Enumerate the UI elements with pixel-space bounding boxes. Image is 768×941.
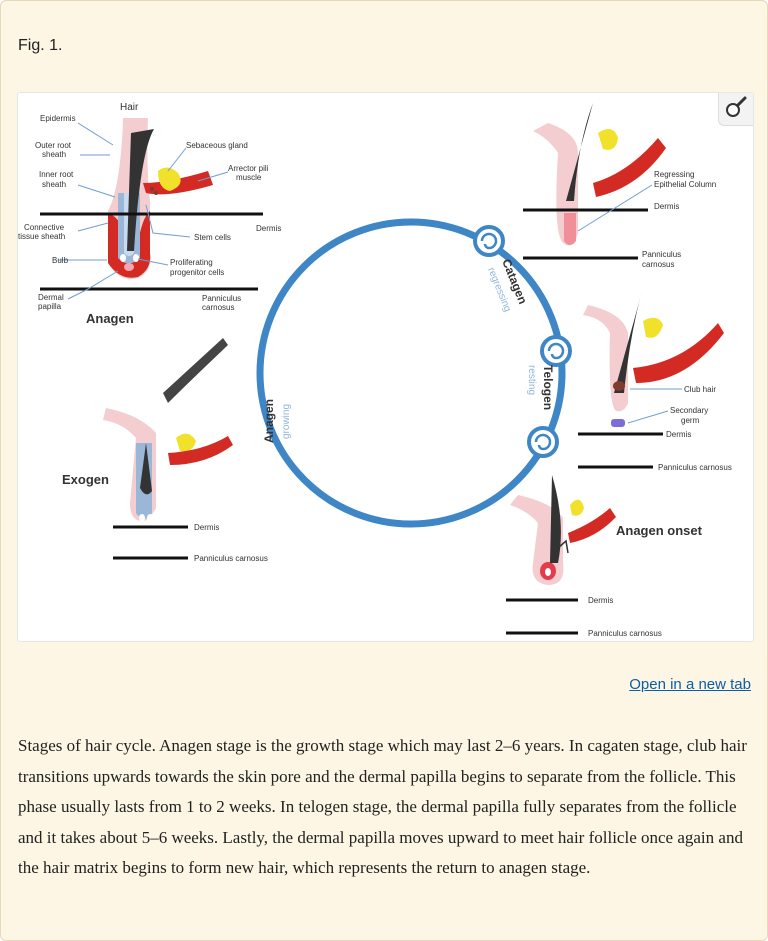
label-sebaceous: Sebaceous gland bbox=[186, 141, 248, 150]
exogen-illustration bbox=[103, 338, 233, 560]
label-panniculus-2: carnosus bbox=[202, 303, 234, 312]
label-epidermis: Epidermis bbox=[40, 114, 76, 123]
figure-label: Fig. 1. bbox=[18, 37, 63, 54]
label-dermis-telogen: Dermis bbox=[666, 430, 691, 439]
label-hair: Hair bbox=[120, 102, 139, 113]
label-connective-2: tissue sheath bbox=[18, 232, 65, 241]
anagen-labels: Hair Epidermis Outer root sheath Inner r… bbox=[18, 102, 281, 312]
cycle-telogen-sub: resting bbox=[526, 365, 537, 395]
label-stem-cells: Stem cells bbox=[194, 233, 231, 242]
catagen-illustration bbox=[523, 103, 666, 260]
label-secondary-2: germ bbox=[681, 416, 700, 425]
label-dermis-exogen: Dermis bbox=[194, 523, 219, 532]
cycle-circle: Catagen regressing Telogen resting Anage… bbox=[256, 218, 572, 528]
label-inner-root-1: Inner root bbox=[39, 170, 74, 179]
label-club-hair: Club hair bbox=[684, 385, 716, 394]
anagen-onset-illustration bbox=[506, 475, 616, 635]
anagen-title: Anagen bbox=[86, 311, 134, 326]
figure-caption: Stages of hair cycle. Anagen stage is th… bbox=[18, 736, 747, 877]
label-proliferating-1: Proliferating bbox=[170, 258, 213, 267]
label-panniculus-catagen-1: Panniculus bbox=[642, 250, 681, 259]
label-arrector-2: muscle bbox=[236, 173, 262, 182]
cycle-telogen-label: Telogen bbox=[541, 365, 555, 410]
label-panniculus-exogen: Panniculus carnosus bbox=[194, 554, 268, 563]
label-dermis-anagen: Dermis bbox=[256, 224, 281, 233]
label-panniculus-onset: Panniculus carnosus bbox=[588, 629, 662, 638]
open-in-new-tab-link[interactable]: Open in a new tab bbox=[629, 676, 751, 693]
label-inner-root-2: sheath bbox=[42, 180, 66, 189]
label-bulb: Bulb bbox=[52, 256, 69, 265]
label-dermis-onset: Dermis bbox=[588, 596, 613, 605]
label-proliferating-2: progenitor cells bbox=[170, 268, 224, 277]
exogen-title: Exogen bbox=[62, 472, 109, 487]
cycle-anagen-label: Anagen bbox=[262, 399, 276, 443]
hair-cycle-figure[interactable]: Catagen regressing Telogen resting Anage… bbox=[17, 92, 754, 642]
label-regressing-2: Epithelial Column bbox=[654, 180, 716, 189]
label-panniculus-catagen-2: carnosus bbox=[642, 260, 674, 269]
label-outer-root-2: sheath bbox=[42, 150, 66, 159]
label-connective-1: Connective bbox=[24, 223, 65, 232]
label-secondary-1: Secondary bbox=[670, 406, 708, 415]
label-regressing-1: Regressing bbox=[654, 170, 694, 179]
telogen-illustration bbox=[578, 288, 724, 469]
label-dermal-2: papilla bbox=[38, 302, 62, 311]
label-panniculus-1: Panniculus bbox=[202, 294, 241, 303]
anagen-leaders bbox=[58, 122, 229, 300]
hair-cycle-diagram: Catagen regressing Telogen resting Anage… bbox=[18, 102, 732, 638]
zoom-button[interactable] bbox=[718, 93, 753, 126]
label-arrector-1: Arrector pili bbox=[228, 164, 269, 173]
anagen-illustration bbox=[40, 118, 263, 291]
catagen-labels: Regressing Epithelial Column Dermis Pann… bbox=[642, 170, 716, 269]
magnifier-icon bbox=[726, 96, 747, 117]
label-dermis-catagen: Dermis bbox=[654, 202, 679, 211]
label-dermal-1: Dermal bbox=[38, 293, 64, 302]
label-outer-root-1: Outer root bbox=[35, 141, 72, 150]
cycle-anagen-sub: growing bbox=[281, 404, 292, 439]
exogen-labels: Dermis Panniculus carnosus bbox=[194, 523, 268, 563]
telogen-labels: Club hair Secondary germ Dermis Pannicul… bbox=[658, 385, 732, 472]
anagen-onset-labels: Dermis Panniculus carnosus bbox=[588, 596, 662, 638]
anagen-onset-title: Anagen onset bbox=[616, 523, 703, 538]
label-panniculus-telogen: Panniculus carnosus bbox=[658, 463, 732, 472]
